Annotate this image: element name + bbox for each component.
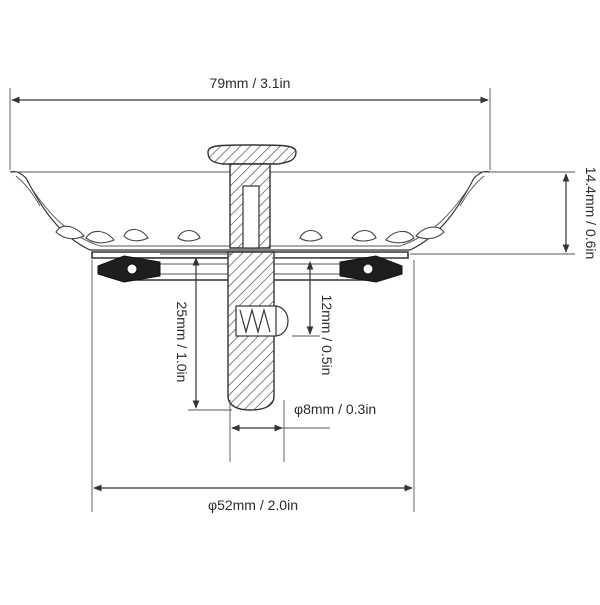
spring-icon — [239, 307, 271, 335]
spring-drop-label: 12mm / 0.5in — [319, 295, 335, 376]
overall-width-dimension: 79mm / 3.1in — [9, 75, 491, 170]
slot-petal — [123, 228, 149, 242]
stem-knob — [207, 144, 297, 165]
slot-petal — [299, 229, 323, 242]
stem-diameter-label: φ8mm / 0.3in — [294, 401, 376, 417]
stem-diameter-dimension: φ8mm / 0.3in — [229, 400, 376, 462]
height-label: 14.4mm / 0.6in — [583, 167, 599, 260]
slot-petal — [55, 225, 85, 240]
overall-width-label: 79mm / 3.1in — [210, 75, 291, 91]
slot-petal — [85, 230, 115, 244]
base-diameter-label: φ52mm / 2.0in — [208, 497, 298, 513]
center-stem — [207, 144, 297, 411]
spring-drop-dimension: 12mm / 0.5in — [272, 257, 335, 376]
base-diameter-dimension: φ52mm / 2.0in — [91, 260, 415, 513]
slot-petal — [351, 229, 377, 242]
slot-petal — [177, 229, 201, 242]
height-dimension: 14.4mm / 0.6in — [410, 167, 599, 260]
stem-length-dimension: 25mm / 1.0in — [160, 253, 232, 411]
stem-length-label: 25mm / 1.0in — [174, 302, 190, 383]
spring-ball — [275, 305, 289, 337]
slot-petal — [385, 230, 415, 244]
slot-petal — [415, 226, 445, 240]
